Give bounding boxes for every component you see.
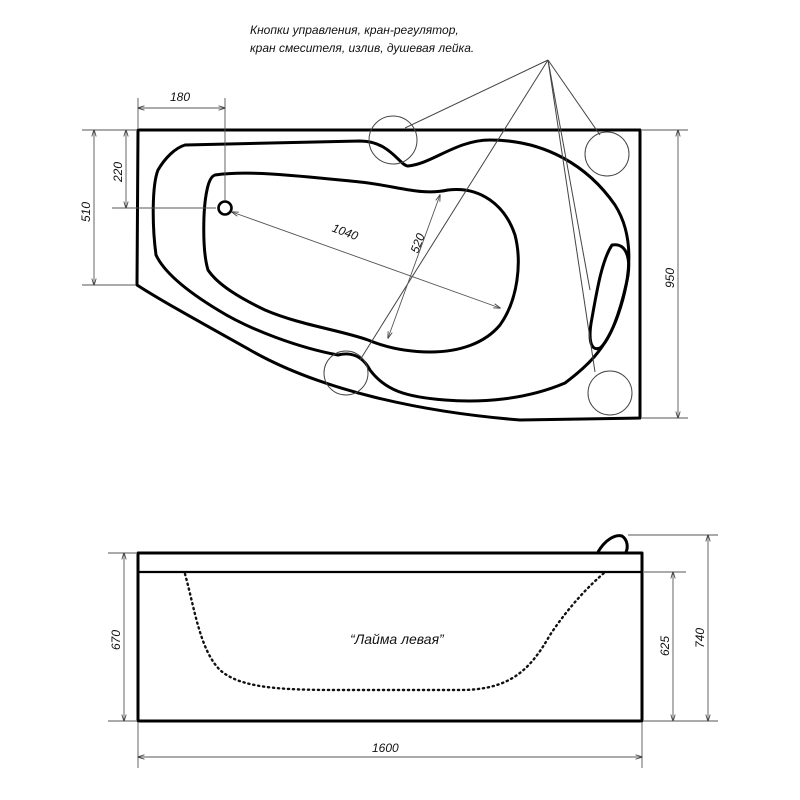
annotation-leaders — [359, 59, 601, 373]
dim-950: 950 — [663, 268, 677, 288]
dim-520: 520 — [408, 231, 428, 255]
tub-outer-rim — [135, 128, 642, 422]
dim-1600: 1600 — [372, 741, 399, 755]
tub-inner-bowl — [202, 171, 520, 354]
inner-bowl-dotted — [183, 571, 606, 692]
control-circle-2 — [584, 131, 630, 177]
tub-rim-inner — [151, 138, 631, 403]
annotation-line-1: Кнопки управления, кран-регулятор, — [250, 23, 459, 37]
dim-670: 670 — [109, 630, 123, 650]
drain-icon — [217, 200, 233, 216]
control-circle-1 — [368, 115, 418, 165]
top-view: Кнопки управления, кран-регулятор, кран … — [79, 23, 688, 422]
dim-1040: 1040 — [330, 221, 360, 243]
control-circle-3 — [323, 350, 369, 396]
dim-510: 510 — [79, 202, 93, 222]
annotation-line-2: кран смесителя, излив, душевая лейка. — [250, 41, 474, 55]
tub-front-body — [136, 551, 644, 723]
headrest-bump — [596, 534, 629, 553]
dim-740: 740 — [693, 628, 707, 648]
model-name: “Лайма левая” — [350, 631, 445, 647]
dim-180: 180 — [170, 90, 190, 104]
dim-625: 625 — [658, 636, 672, 656]
front-view: “Лайма левая” 670 625 740 1600 — [108, 534, 718, 768]
dim-220: 220 — [111, 162, 125, 183]
control-circle-4 — [587, 370, 633, 416]
headrest-icon — [588, 243, 631, 351]
